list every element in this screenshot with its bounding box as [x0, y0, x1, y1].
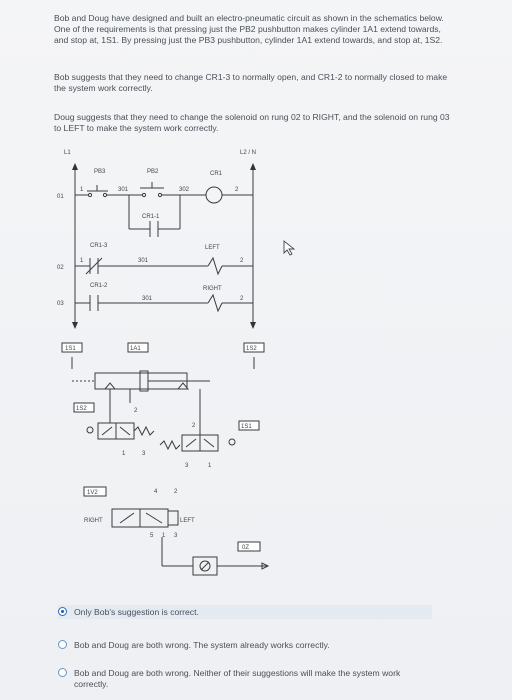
svg-text:1: 1: [80, 258, 84, 264]
mouse-pointer-icon: [283, 240, 296, 256]
svg-text:LEFT: LEFT: [205, 245, 220, 251]
svg-text:1S2: 1S2: [76, 406, 87, 412]
svg-text:2: 2: [134, 408, 138, 414]
svg-text:RIGHT: RIGHT: [84, 518, 103, 524]
svg-text:LEFT: LEFT: [180, 518, 195, 524]
svg-text:RIGHT: RIGHT: [203, 286, 222, 292]
svg-text:2: 2: [240, 296, 244, 302]
rail-right-label: L2 / N: [240, 150, 256, 156]
svg-text:0Z: 0Z: [242, 545, 249, 551]
svg-text:2: 2: [174, 489, 178, 495]
rung-03: 03: [57, 301, 64, 307]
svg-text:3: 3: [174, 533, 178, 539]
option-2[interactable]: Bob and Doug are both wrong. The system …: [58, 639, 432, 653]
option-1-label: Only Bob's suggestion is correct.: [74, 607, 199, 617]
svg-text:1: 1: [162, 533, 166, 539]
question-paragraph-3: Doug suggests that they need to change t…: [54, 112, 450, 133]
svg-text:4: 4: [154, 489, 158, 495]
svg-text:CR1-1: CR1-1: [142, 214, 160, 220]
svg-text:PB3: PB3: [94, 169, 106, 175]
svg-text:1: 1: [122, 451, 126, 457]
svg-text:5: 5: [150, 533, 154, 539]
svg-text:1S1: 1S1: [241, 424, 252, 430]
svg-text:1A1: 1A1: [130, 346, 141, 352]
svg-text:CR1-3: CR1-3: [90, 243, 108, 249]
option-2-label: Bob and Doug are both wrong. The system …: [74, 640, 330, 650]
svg-text:1S2: 1S2: [246, 346, 257, 352]
svg-text:3: 3: [142, 451, 146, 457]
svg-text:302: 302: [179, 187, 190, 193]
radio-button[interactable]: [58, 640, 67, 649]
radio-button[interactable]: [58, 668, 67, 677]
svg-text:1: 1: [80, 187, 84, 193]
svg-text:1S1: 1S1: [65, 346, 76, 352]
question-paragraph-1: Bob and Doug have designed and built an …: [54, 13, 444, 45]
option-1[interactable]: Only Bob's suggestion is correct.: [58, 605, 432, 619]
svg-text:3: 3: [185, 463, 189, 469]
svg-text:PB2: PB2: [147, 169, 159, 175]
option-3[interactable]: Bob and Doug are both wrong. Neither of …: [58, 667, 432, 691]
rung-02: 02: [57, 265, 64, 271]
rail-left-label: L1: [64, 150, 71, 156]
svg-text:CR1: CR1: [210, 171, 223, 177]
radio-button-selected[interactable]: [58, 607, 67, 616]
rung-01: 01: [57, 194, 64, 200]
svg-text:CR1-2: CR1-2: [90, 283, 108, 289]
question-paragraph-2: Bob suggests that they need to change CR…: [54, 72, 448, 93]
electro-pneumatic-schematic: L1 L2 / N 01 02 03 PB3 PB2 CR1 301: [50, 145, 280, 585]
svg-text:2: 2: [240, 258, 244, 264]
svg-text:2: 2: [192, 423, 196, 429]
svg-text:301: 301: [118, 187, 129, 193]
svg-text:1V2: 1V2: [87, 490, 98, 496]
option-3-label: Bob and Doug are both wrong. Neither of …: [74, 668, 401, 689]
svg-text:301: 301: [142, 296, 153, 302]
svg-text:1: 1: [208, 463, 212, 469]
svg-text:2: 2: [235, 187, 239, 193]
svg-text:301: 301: [138, 258, 149, 264]
